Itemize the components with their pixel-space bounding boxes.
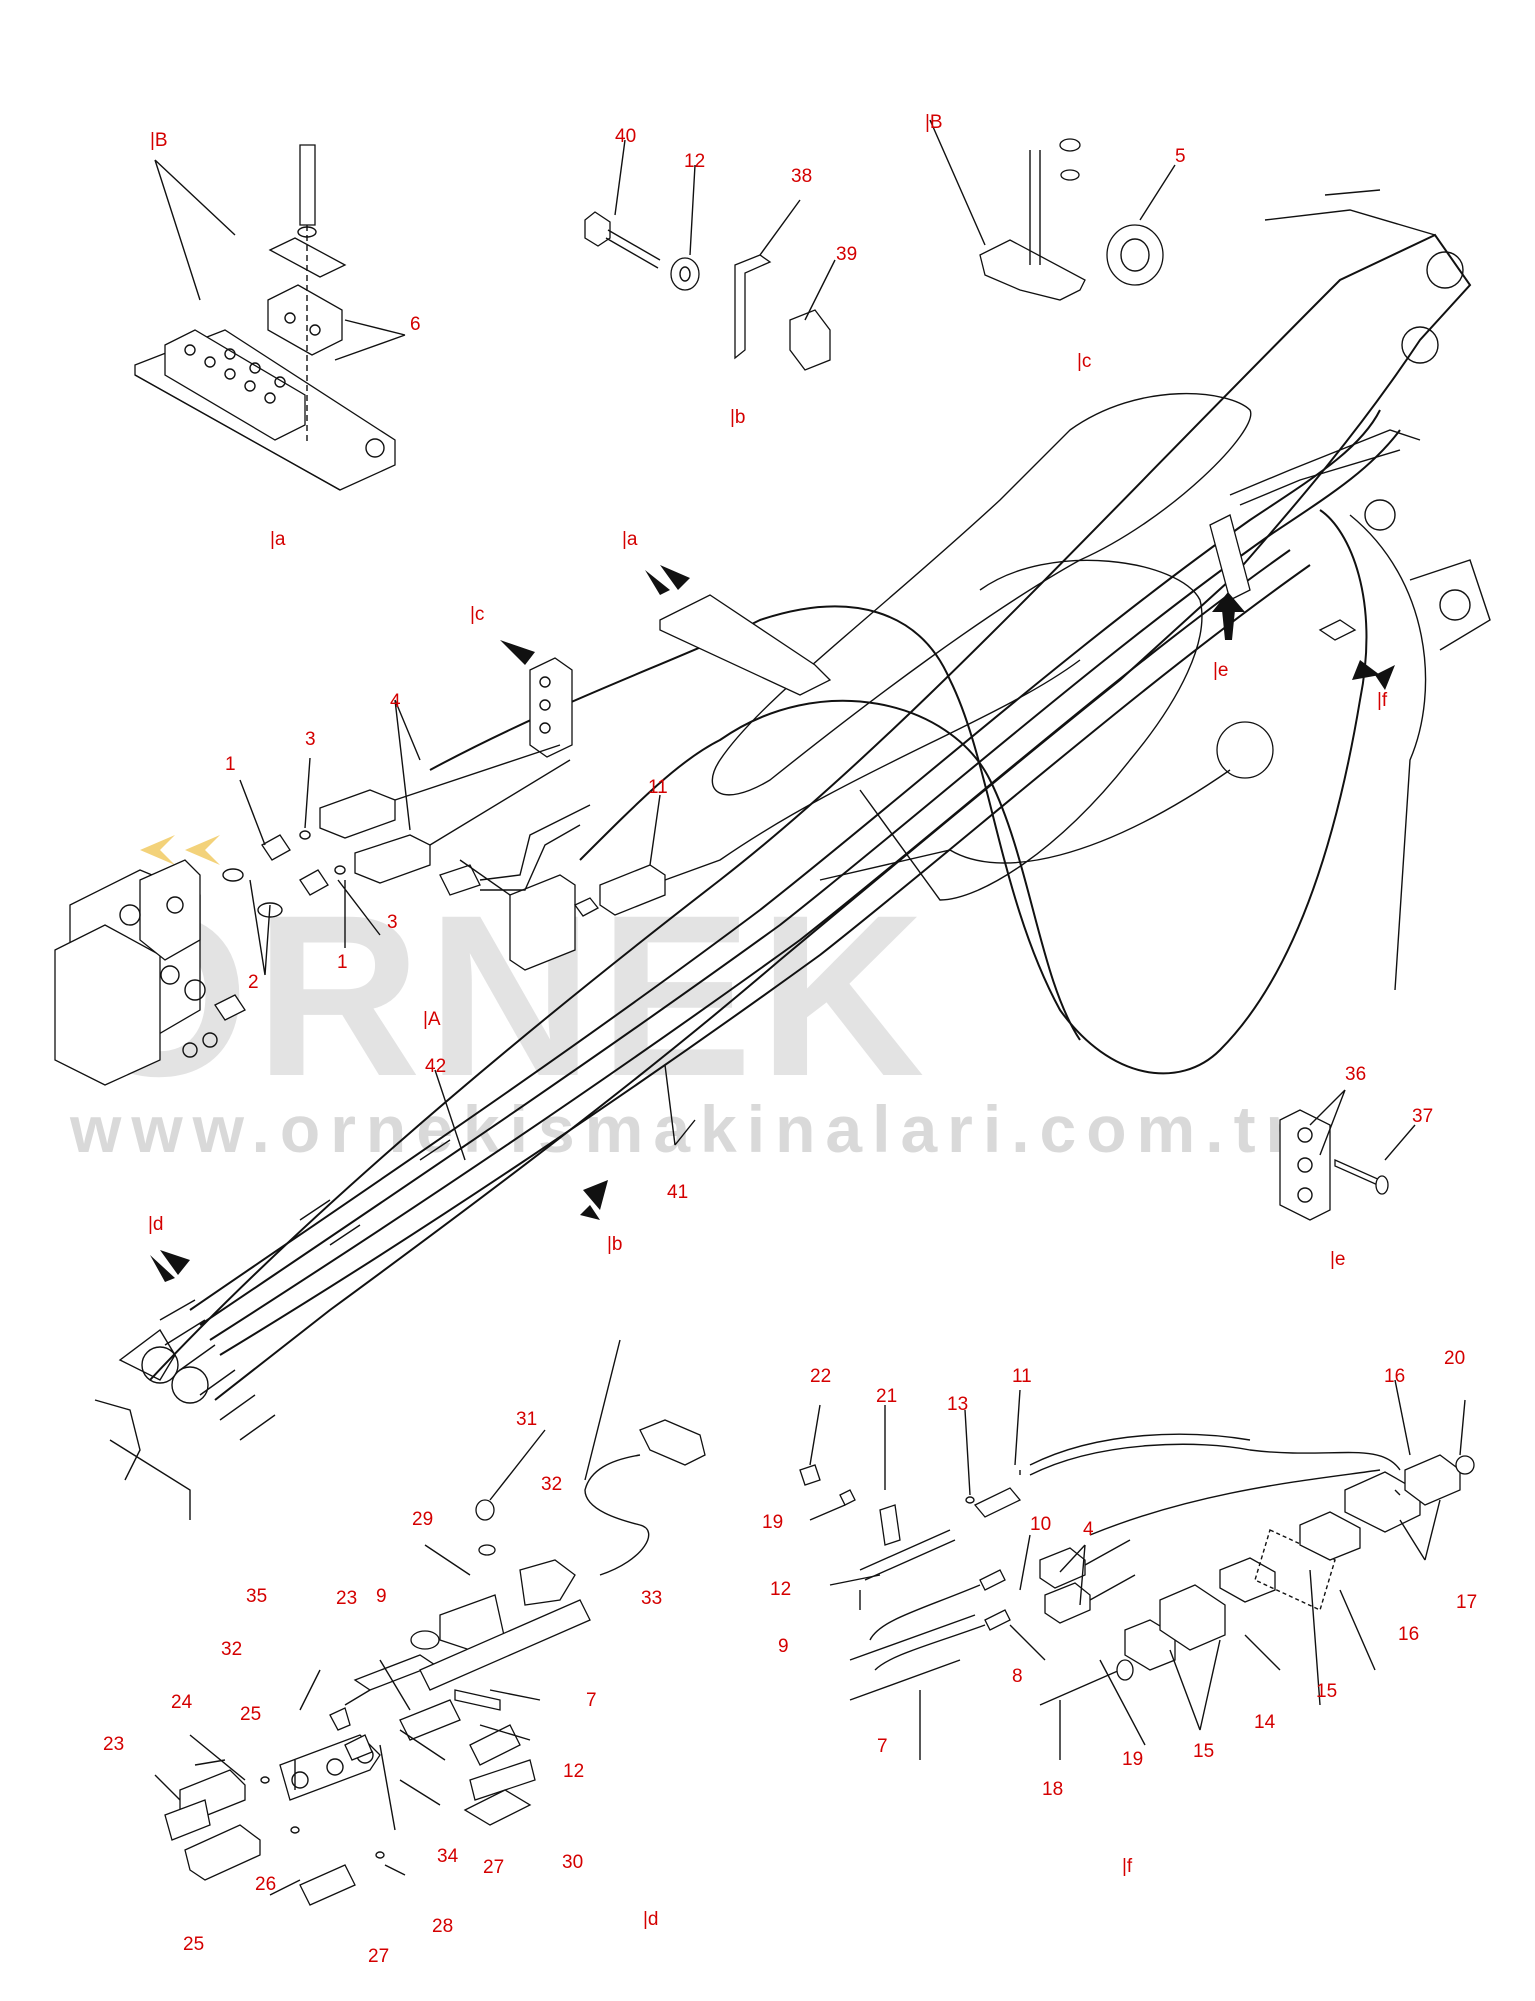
- part-number: 9: [778, 1636, 789, 1657]
- part-number: 23: [103, 1734, 124, 1755]
- control-valve-illustration: [54, 859, 246, 1086]
- part-number: 19: [762, 1512, 783, 1533]
- leader-lines: [154, 119, 1466, 1896]
- detail-a-illustration: [134, 144, 396, 491]
- part-number: 15: [1316, 1681, 1337, 1702]
- part-number: 37: [1412, 1106, 1433, 1127]
- part-number: 6: [410, 314, 421, 335]
- detail-e-illustration: [1279, 1109, 1389, 1221]
- watermark: ÖRNEK www.ornekismakinalari.com.tr: [69, 835, 1301, 1166]
- part-number: 5: [1175, 146, 1186, 167]
- part-number: 18: [1042, 1779, 1063, 1800]
- boom-clamps: [529, 514, 1357, 758]
- part-number: 12: [770, 1579, 791, 1600]
- part-number: 16: [1384, 1366, 1405, 1387]
- arrow-icon: [645, 565, 690, 595]
- watermark-chevron-icon: [140, 835, 220, 865]
- detail-label: |e: [1213, 660, 1229, 681]
- part-number: 33: [641, 1588, 662, 1609]
- part-number-labels: 6 40 12 38 39 5 4 1 3 2 1 3 11 42 41 36 …: [103, 126, 1477, 1967]
- detail-label: |c: [470, 604, 484, 625]
- part-number: 10: [1030, 1514, 1051, 1535]
- part-number: 21: [876, 1386, 897, 1407]
- part-number: 7: [586, 1690, 597, 1711]
- callout-arrows: [150, 565, 1395, 1282]
- detail-label: |d: [148, 1214, 164, 1235]
- detail-label: |B: [925, 112, 943, 133]
- part-number: 17: [1456, 1592, 1477, 1613]
- part-number: 22: [810, 1366, 831, 1387]
- part-number: 13: [947, 1394, 968, 1415]
- detail-label: |B: [150, 130, 168, 151]
- part-number: 35: [246, 1586, 267, 1607]
- part-number: 31: [516, 1409, 537, 1430]
- part-number: 23: [336, 1588, 357, 1609]
- detail-label: |b: [730, 407, 746, 428]
- part-number: 3: [387, 912, 398, 933]
- part-number: 16: [1398, 1624, 1419, 1645]
- part-number: 40: [615, 126, 636, 147]
- part-number: 39: [836, 244, 857, 265]
- part-number: 29: [412, 1509, 433, 1530]
- detail-d-illustration: [164, 1419, 706, 1906]
- detail-label: |A: [423, 1009, 441, 1030]
- watermark-url: www.ornekismakinalari.com.tr: [69, 1092, 1301, 1166]
- detail-b-illustration: [584, 211, 831, 371]
- part-number: 27: [483, 1857, 504, 1878]
- detail-label: |f: [1122, 1856, 1133, 1877]
- part-number: 27: [368, 1946, 389, 1967]
- detail-label: |e: [1330, 1249, 1346, 1270]
- arrow-icon: [1212, 592, 1245, 640]
- detail-label: |c: [1077, 351, 1091, 372]
- part-number: 25: [183, 1934, 204, 1955]
- part-number: 12: [684, 151, 705, 172]
- part-number: 34: [437, 1846, 459, 1867]
- valve-fittings: [222, 659, 1081, 918]
- part-number: 41: [667, 1182, 688, 1203]
- part-number: 2: [248, 972, 259, 993]
- detail-labels: |a |b |c |B |B |a |c |A |e |f |b |d |e |…: [148, 112, 1388, 1930]
- part-number: 4: [1083, 1519, 1094, 1540]
- part-number: 14: [1254, 1712, 1276, 1733]
- part-number: 7: [877, 1736, 888, 1757]
- part-number: 28: [432, 1916, 453, 1937]
- part-number: 3: [305, 729, 316, 750]
- arrow-icon: [500, 640, 535, 665]
- part-number: 32: [221, 1639, 242, 1660]
- detail-label: |a: [270, 529, 286, 550]
- part-number: 38: [791, 166, 812, 187]
- part-number: 15: [1193, 1741, 1214, 1762]
- part-number: 9: [376, 1586, 387, 1607]
- part-number: 26: [255, 1874, 276, 1895]
- part-number: 11: [1012, 1366, 1032, 1387]
- part-number: 12: [563, 1761, 584, 1782]
- part-number: 4: [390, 691, 401, 712]
- part-number: 24: [171, 1692, 193, 1713]
- part-number: 8: [1012, 1666, 1023, 1687]
- part-number: 36: [1345, 1064, 1366, 1085]
- part-number: 42: [425, 1056, 446, 1077]
- boom-illustration: [94, 189, 1491, 1520]
- detail-label: |b: [607, 1234, 623, 1255]
- part-number: 25: [240, 1704, 261, 1725]
- arrow-icon: [1352, 660, 1395, 690]
- part-number: 1: [225, 754, 236, 775]
- detail-c-illustration: [979, 138, 1164, 301]
- part-number: 30: [562, 1852, 583, 1873]
- arrow-icon: [150, 1250, 190, 1282]
- watermark-brand: ÖRNEK: [70, 867, 931, 1124]
- part-number: 19: [1122, 1749, 1143, 1770]
- part-number: 1: [337, 952, 348, 973]
- arrow-icon: [580, 1180, 608, 1220]
- detail-label: |f: [1377, 690, 1388, 711]
- part-number: 11: [648, 777, 668, 798]
- detail-label: |d: [643, 1909, 659, 1930]
- detail-label: |a: [622, 529, 638, 550]
- part-number: 32: [541, 1474, 562, 1495]
- part-number: 20: [1444, 1348, 1465, 1369]
